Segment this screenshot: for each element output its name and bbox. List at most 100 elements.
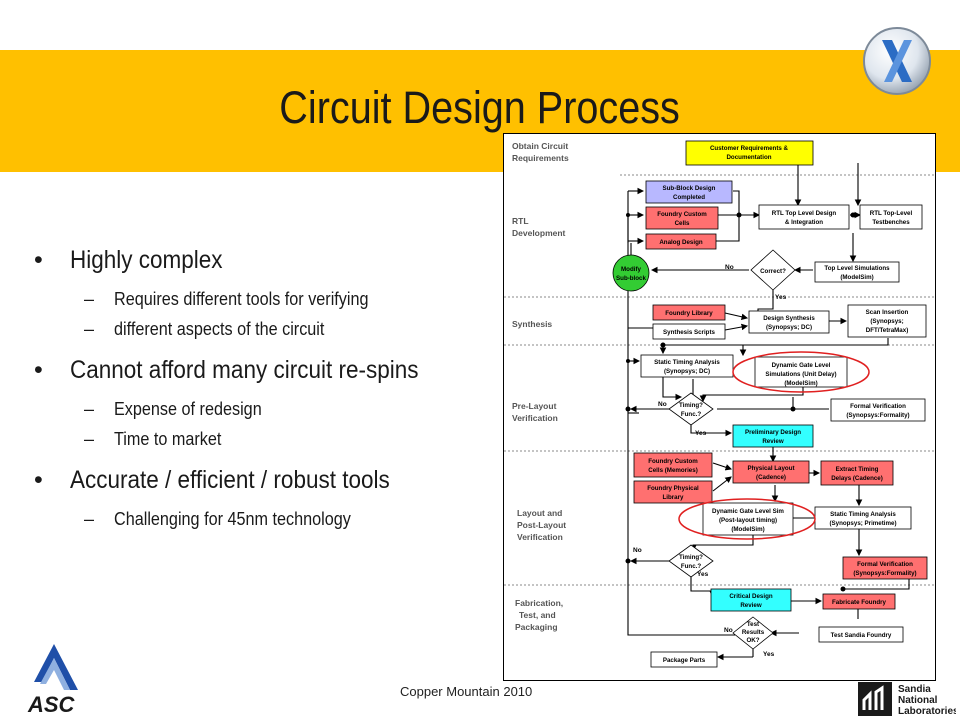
- box-package-parts: Package Parts: [650, 651, 718, 668]
- svg-text:Formal Verification: Formal Verification: [857, 561, 913, 568]
- svg-text:Sub-block: Sub-block: [616, 275, 646, 282]
- sub-bullet: Requires different tools for verifying: [30, 284, 500, 314]
- box-rtl-testbenches: RTL Top-Level Testbenches: [859, 204, 923, 230]
- lane-label: Synthesis: [512, 319, 552, 329]
- box-analog-design: Analog Design: [645, 233, 717, 250]
- svg-text:Yes: Yes: [697, 571, 709, 578]
- box-synthesis-scripts: Synthesis Scripts: [652, 323, 726, 340]
- design-flow-diagram: Obtain Circuit Requirements RTL Developm…: [503, 133, 936, 681]
- svg-text:Test Sandia Foundry: Test Sandia Foundry: [831, 632, 892, 639]
- sub-bullet: Challenging for 45nm technology: [30, 504, 500, 534]
- svg-text:(ModelSim): (ModelSim): [784, 380, 817, 387]
- box-static-timing-primetime: Static Timing Analysis (Synopsys; Primet…: [814, 506, 912, 530]
- svg-text:Cells (Memories): Cells (Memories): [648, 467, 698, 474]
- box-dynamic-gate-unit-delay: Dynamic Gate Level Simulations (Unit Del…: [754, 356, 848, 388]
- svg-text:Sandia: Sandia: [898, 684, 931, 695]
- box-physical-layout: Physical Layout (Cadence): [732, 460, 810, 484]
- svg-text:RTL Top Level Design: RTL Top Level Design: [772, 210, 837, 217]
- svg-text:Simulations (Unit Delay): Simulations (Unit Delay): [765, 371, 836, 378]
- footer-text: Copper Mountain 2010: [400, 684, 533, 699]
- box-scan-insertion: Scan Insertion (Synopsys; DFT/TetraMax): [847, 304, 927, 338]
- lane-label: Verification: [512, 413, 558, 423]
- bullet-3: Accurate / efficient / robust tools: [30, 464, 500, 496]
- svg-text:Testbenches: Testbenches: [872, 219, 910, 226]
- svg-text:Design Synthesis: Design Synthesis: [763, 315, 815, 322]
- svg-text:(Synopsys:Formality): (Synopsys:Formality): [853, 570, 916, 577]
- svg-text:(Synopsys:Formality): (Synopsys:Formality): [846, 412, 909, 419]
- bullet-1: Highly complex: [30, 244, 500, 276]
- sub-bullet: Time to market: [30, 424, 500, 454]
- svg-text:& Integration: & Integration: [785, 219, 823, 226]
- svg-text:Correct?: Correct?: [760, 268, 786, 275]
- svg-text:Top Level Simulations: Top Level Simulations: [824, 265, 890, 272]
- svg-text:(ModelSim): (ModelSim): [840, 274, 873, 281]
- svg-text:OK?: OK?: [746, 637, 759, 644]
- svg-text:Foundry Library: Foundry Library: [665, 310, 713, 317]
- svg-text:Delays (Cadence): Delays (Cadence): [831, 475, 883, 482]
- lane-label: Post-Layout: [517, 520, 566, 530]
- box-extract-timing: Extract Timing Delays (Cadence): [820, 460, 894, 486]
- svg-text:Physical Layout: Physical Layout: [747, 465, 794, 472]
- asc-logo-icon: ASC: [27, 644, 78, 716]
- svg-text:Dynamic Gate Level Sim: Dynamic Gate Level Sim: [712, 508, 784, 515]
- box-foundry-custom-memories: Foundry Custom Cells (Memories): [633, 452, 713, 478]
- svg-text:ASC: ASC: [27, 692, 76, 716]
- slide-title: Circuit Design Process: [279, 82, 681, 133]
- decision-timing-func-2: Timing? Func.?: [668, 544, 714, 578]
- svg-text:Documentation: Documentation: [726, 154, 771, 161]
- bullet-list: Highly complex Requires different tools …: [30, 244, 500, 534]
- box-fabricate-foundry: Fabricate Foundry: [822, 593, 896, 610]
- lane-label: Test, and: [519, 610, 556, 620]
- svg-text:Static Timing Analysis: Static Timing Analysis: [654, 359, 720, 366]
- svg-text:Review: Review: [740, 602, 762, 609]
- svg-text:(Synopsys; DC): (Synopsys; DC): [766, 324, 812, 331]
- box-static-timing-analysis: Static Timing Analysis (Synopsys; DC): [640, 354, 734, 378]
- svg-text:Analog Design: Analog Design: [659, 239, 703, 246]
- svg-text:Dynamic Gate Level: Dynamic Gate Level: [772, 362, 831, 369]
- lane-label: Pre-Layout: [512, 401, 557, 411]
- svg-text:Yes: Yes: [763, 651, 775, 658]
- decision-correct: Correct?: [750, 249, 796, 291]
- svg-text:Cells: Cells: [675, 220, 690, 227]
- svg-text:Sub-Block Design: Sub-Block Design: [663, 185, 716, 192]
- svg-text:DFT/TetraMax): DFT/TetraMax): [866, 327, 909, 334]
- sub-bullet-continuation: different aspects of the circuit: [30, 314, 500, 344]
- bullet-2: Cannot afford many circuit re-spins: [30, 354, 500, 386]
- svg-text:Review: Review: [762, 438, 784, 445]
- svg-text:(Synopsys;: (Synopsys;: [870, 318, 903, 325]
- lane-label: Layout and: [517, 508, 562, 518]
- box-test-sandia-foundry: Test Sandia Foundry: [818, 626, 904, 643]
- box-design-synthesis: Design Synthesis (Synopsys; DC): [748, 310, 830, 334]
- box-customer-requirements: Customer Requirements & Documentation: [685, 140, 814, 166]
- svg-text:Yes: Yes: [775, 294, 787, 301]
- box-dynamic-gate-post-layout: Dynamic Gate Level Sim (Post-layout timi…: [702, 502, 794, 536]
- svg-text:Customer Requirements &: Customer Requirements &: [710, 145, 789, 152]
- svg-text:Foundry Physical: Foundry Physical: [647, 485, 699, 492]
- decision-timing-func-1: Timing? Func.?: [668, 392, 714, 426]
- svg-text:Completed: Completed: [673, 194, 705, 201]
- svg-text:Package Parts: Package Parts: [663, 657, 706, 664]
- highlight-ellipse: [732, 351, 870, 393]
- svg-text:(Synopsys; DC): (Synopsys; DC): [664, 368, 710, 375]
- box-foundry-library: Foundry Library: [652, 304, 726, 321]
- lane-label: Development: [512, 228, 566, 238]
- box-rtl-top-level: RTL Top Level Design & Integration: [758, 204, 850, 230]
- box-foundry-custom-cells: Foundry Custom Cells: [645, 206, 719, 230]
- svg-text:Scan Insertion: Scan Insertion: [866, 309, 909, 316]
- lane-label: RTL: [512, 216, 529, 226]
- svg-text:Formal Verification: Formal Verification: [850, 403, 906, 410]
- sandia-logo-icon: Sandia National Laboratories: [858, 682, 956, 717]
- svg-text:Modify: Modify: [621, 266, 641, 273]
- svg-text:Foundry Custom: Foundry Custom: [657, 211, 707, 218]
- lane-label: Fabrication,: [515, 598, 563, 608]
- svg-text:Library: Library: [663, 494, 685, 501]
- svg-text:Test: Test: [747, 621, 759, 628]
- highlight-ellipse: [678, 498, 816, 540]
- box-modify-sub-block: Modify Sub-block: [612, 254, 650, 292]
- svg-text:National: National: [898, 695, 938, 706]
- box-formal-verification-2: Formal Verification (Synopsys:Formality): [842, 556, 928, 580]
- box-formal-verification-1: Formal Verification (Synopsys:Formality): [830, 398, 926, 422]
- svg-text:Preliminary Design: Preliminary Design: [745, 429, 801, 436]
- lane-label: Verification: [517, 532, 563, 542]
- svg-text:Extract Timing: Extract Timing: [836, 466, 879, 473]
